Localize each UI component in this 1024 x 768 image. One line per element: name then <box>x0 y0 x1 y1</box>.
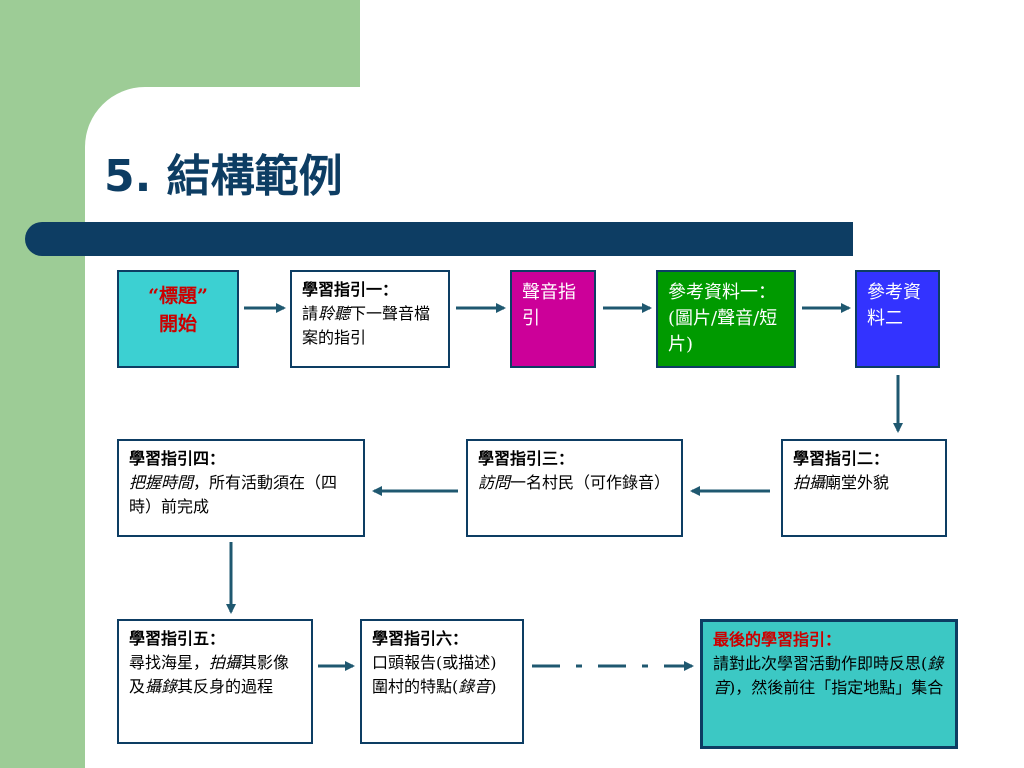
final-guide-box: 最後的學習指引： 請對此次學習活動作即時反思(錄音)，然後前往「指定地點」集合 <box>700 619 958 749</box>
title-underline-bar <box>25 222 853 256</box>
guide3-box: 學習指引三： 訪問一名村民（可作錄音） <box>466 439 683 537</box>
final-guide-text-em: 錄音 <box>713 654 944 697</box>
guide6-box: 學習指引六： 口頭報告(或描述)圍村的特點(錄音) <box>360 619 524 744</box>
start-line1: “標題” <box>148 285 208 307</box>
guide3-text-rest: 一名村民（可作錄音） <box>510 473 671 492</box>
slide-title: 5. 結構範例 <box>104 151 343 202</box>
guide4-heading: 學習指引四： <box>129 449 226 468</box>
guide4-box: 學習指引四： 把握時間，所有活動須在（四時）前完成 <box>117 439 365 537</box>
guide5-text-pre: 尋找海星， <box>129 653 210 672</box>
guide2-text-em: 拍攝 <box>793 473 826 492</box>
start-line2: 開始 <box>158 313 197 335</box>
guide6-heading: 學習指引六： <box>372 629 469 648</box>
guide2-heading: 學習指引二： <box>793 449 890 468</box>
guide1-heading: 學習指引一： <box>302 280 399 299</box>
start-box: “標題” 開始 <box>117 270 239 368</box>
guide4-text-em: 把握時間 <box>129 473 194 492</box>
guide5-text-em2: 攝錄 <box>145 677 178 696</box>
guide1-text-rest: 下一聲音檔案的指引 <box>302 304 431 347</box>
guide2-text-rest: 廟堂外貌 <box>825 473 890 492</box>
reference1-text: 參考資料一：(圖片/聲音/短片) <box>668 282 778 355</box>
final-guide-text-rest: )，然後前往「指定地點」集合 <box>729 678 944 697</box>
guide5-text-mid: 其影像及 <box>129 653 290 696</box>
reference2-box: 參考資料二 <box>855 270 940 368</box>
guide2-box: 學習指引二： 拍攝廟堂外貌 <box>781 439 947 537</box>
sound-guide-box: 聲音指引 <box>510 270 596 368</box>
guide5-heading: 學習指引五： <box>129 629 226 648</box>
guide5-box: 學習指引五： 尋找海星，拍攝其影像及攝錄其反身的過程 <box>117 619 313 744</box>
guide1-text-pre: 請 <box>302 304 319 323</box>
guide4-text-rest: ，所有活動須在（四時）前完成 <box>129 473 338 516</box>
reference1-box: 參考資料一：(圖片/聲音/短片) <box>656 270 796 368</box>
final-guide-heading: 最後的學習指引： <box>713 630 842 649</box>
guide3-heading: 學習指引三： <box>478 449 575 468</box>
guide5-text-em1: 拍攝 <box>209 653 242 672</box>
sound-guide-text: 聲音指引 <box>522 282 576 329</box>
guide6-text-pre: 口頭報告(或描述)圍村的特點( <box>372 653 497 696</box>
guide3-text-em: 訪問 <box>478 473 511 492</box>
guide1-text-em: 聆聽 <box>318 304 351 323</box>
guide5-text-rest: 其反身的過程 <box>177 677 274 696</box>
reference2-text: 參考資料二 <box>867 282 921 329</box>
guide6-text-em: 錄音 <box>458 677 491 696</box>
guide1-box: 學習指引一： 請聆聽下一聲音檔案的指引 <box>290 270 450 368</box>
final-guide-text-pre: 請對此次學習活動作即時反思( <box>713 654 928 673</box>
guide6-text-rest: ) <box>490 677 497 696</box>
